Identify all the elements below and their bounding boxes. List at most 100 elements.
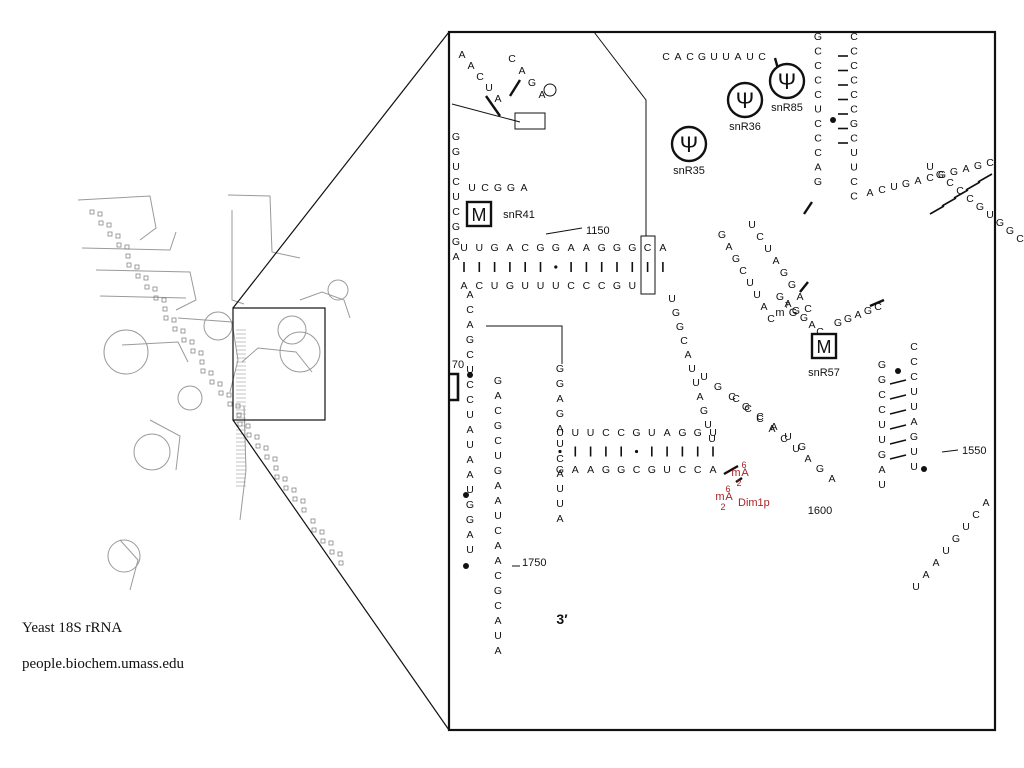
nucleotide: G — [698, 51, 706, 63]
nucleotide: U — [494, 450, 502, 462]
nucleotide: C — [758, 51, 766, 63]
nucleotide: G — [814, 176, 822, 188]
nucleotide: C — [878, 404, 886, 416]
snorna-label: snR41 — [503, 209, 535, 221]
psi-symbol: Ψ — [778, 69, 796, 94]
overview-mark — [300, 498, 306, 504]
mod-text: A — [725, 491, 733, 503]
nucleotide: C — [780, 433, 788, 445]
base-pair — [965, 181, 981, 191]
nucleotide: A — [674, 51, 681, 63]
nucleotide: A — [494, 645, 501, 657]
meth-symbol: M — [472, 205, 487, 225]
overview-mark — [310, 518, 316, 524]
nucleotide: U — [556, 438, 564, 450]
gu-pair-dot — [463, 563, 469, 569]
nucleotide: C — [814, 46, 822, 58]
gu-pair-dot — [895, 368, 901, 374]
nucleotide: A — [466, 469, 473, 481]
nucleotide: U — [466, 544, 474, 556]
nucleotide: G — [598, 242, 606, 254]
nucleotide: G — [996, 217, 1004, 229]
nucleotide: C — [926, 172, 934, 184]
nucleotide: G — [491, 242, 499, 254]
nucleotide: C — [814, 118, 822, 130]
nucleotide: U — [709, 427, 717, 439]
overview-loop — [107, 539, 141, 573]
nucleotide: A — [914, 175, 921, 187]
nucleotide: G — [494, 420, 502, 432]
overview-mark — [264, 454, 270, 460]
nucleotide: C — [680, 335, 688, 347]
nucleotide: G — [936, 169, 944, 181]
boxed-pair — [640, 235, 656, 295]
nucleotide: U — [629, 280, 637, 292]
nucleotide: C — [633, 464, 641, 476]
base-pair — [929, 205, 945, 215]
nucleotide: A — [568, 242, 575, 254]
nucleotide: U — [708, 433, 716, 445]
overview-trace — [121, 341, 189, 363]
nucleotide: A — [494, 480, 501, 492]
nucleotide: C — [850, 133, 858, 145]
nucleotide: G — [678, 427, 686, 439]
nucleotide: A — [808, 319, 815, 331]
nucleotide: G — [452, 221, 460, 233]
nucleotide: U — [926, 161, 934, 173]
overview-mark — [263, 445, 269, 451]
overview-mark — [152, 286, 158, 292]
snorna-label: snR36 — [729, 121, 761, 133]
nucleotide: C — [850, 191, 858, 203]
nucleotide: G — [878, 374, 886, 386]
nucleotide: A — [494, 93, 501, 105]
overview-mark — [199, 359, 205, 365]
nucleotide: G — [494, 585, 502, 597]
nucleotide: A — [772, 255, 779, 267]
overview-mark — [200, 368, 206, 374]
nucleotide: U — [552, 280, 560, 292]
nucleotide: C — [617, 427, 625, 439]
overview-trace — [81, 231, 177, 251]
snorna-label: snR85 — [771, 102, 803, 114]
overview-mark — [291, 487, 297, 493]
nucleotide: G — [814, 31, 822, 43]
psi-circle — [768, 62, 806, 100]
nucleotide: C — [756, 413, 764, 425]
nucleotide: G — [788, 279, 796, 291]
nucleotide: U — [668, 293, 676, 305]
nucleotide: C — [910, 356, 918, 368]
gu-pair-dot — [467, 372, 473, 378]
nucleotide: A — [466, 319, 473, 331]
overview-trace — [77, 195, 157, 241]
base-pair — [977, 173, 993, 183]
nucleotide: G — [952, 533, 960, 545]
nucleotide: C — [476, 71, 484, 83]
nucleotide: C — [466, 304, 474, 316]
overview-mark — [97, 211, 103, 217]
bold-connector — [803, 201, 813, 215]
nucleotide: U — [494, 510, 502, 522]
nucleotide: A — [494, 390, 501, 402]
nucleotide: A — [494, 555, 501, 567]
nucleotide: U — [814, 104, 822, 116]
mod-text: m — [775, 307, 784, 319]
callout-line-top — [232, 31, 450, 309]
nucleotide: G — [494, 375, 502, 387]
meth-box — [810, 332, 838, 360]
nucleotide: U — [494, 630, 502, 642]
nucleotide: A — [494, 615, 501, 627]
nucleotide: A — [684, 349, 691, 361]
overview-mark — [254, 434, 260, 440]
